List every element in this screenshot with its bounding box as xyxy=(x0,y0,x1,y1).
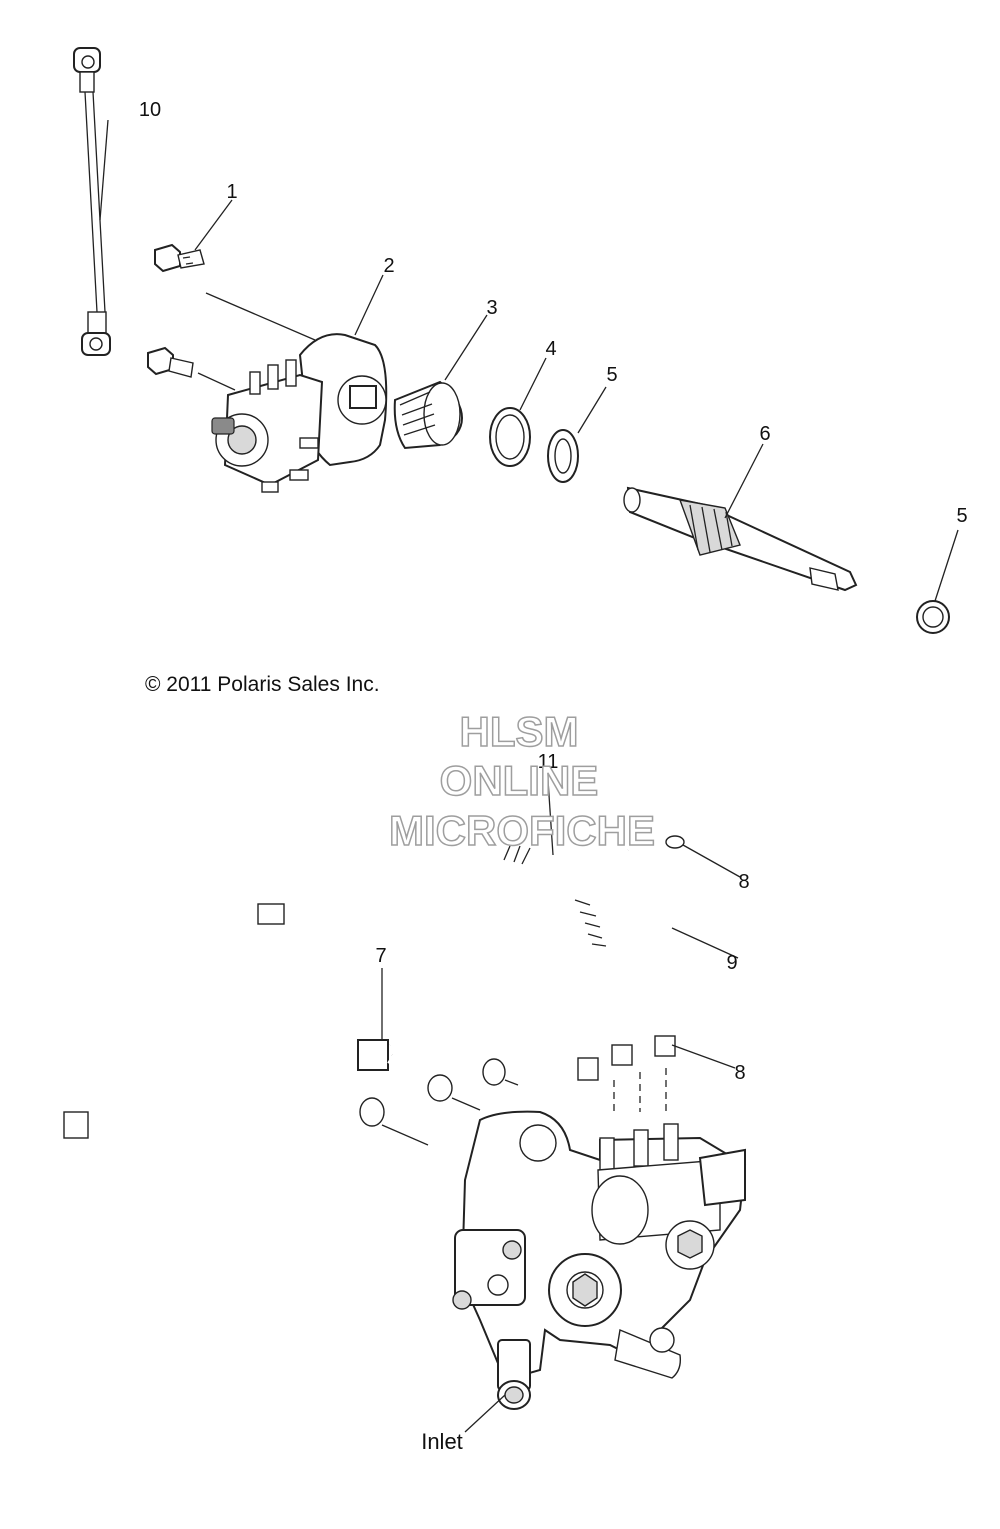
part-9-hose xyxy=(611,835,685,1066)
part-7-hose-assembly xyxy=(63,903,506,1139)
leader-bolt-lower xyxy=(197,372,236,391)
part-10-cable xyxy=(73,47,111,356)
oil-pump-body-detail xyxy=(452,1110,747,1410)
leader-bolt-upper xyxy=(205,292,316,341)
part-1-bolt-upper xyxy=(154,243,205,273)
watermark-line-3: MICROFICHE xyxy=(389,807,655,854)
watermark-line-1: HLSM xyxy=(460,708,579,755)
callout-9: 9 xyxy=(726,952,737,974)
callout-11: 11 xyxy=(538,751,559,773)
hose-curved xyxy=(482,897,599,1081)
callout-1: 1 xyxy=(226,181,237,203)
part-6-drive-shaft xyxy=(623,486,858,592)
callout-5-upper: 5 xyxy=(606,364,617,386)
callout-5-lower: 5 xyxy=(956,505,967,527)
part-11-hose xyxy=(492,842,608,958)
inlet-label: Inlet xyxy=(421,1429,463,1454)
part-2-oil-pump xyxy=(211,333,388,493)
callout-8-lower: 8 xyxy=(734,1062,745,1084)
copyright-notice: © 2011 Polaris Sales Inc. xyxy=(145,673,380,696)
watermark-line-2: ONLINE xyxy=(440,757,599,804)
callout-8-upper: 8 xyxy=(738,871,749,893)
callout-2: 2 xyxy=(383,255,394,277)
callout-7: 7 xyxy=(375,945,386,967)
callout-3: 3 xyxy=(486,297,497,319)
callout-10: 10 xyxy=(139,99,161,121)
callout-4: 4 xyxy=(545,338,556,360)
part-1-bolt-lower xyxy=(147,346,194,378)
watermark: HLSM ONLINE MICROFICHE xyxy=(388,707,656,855)
part-3-coupling xyxy=(393,380,464,450)
callout-6: 6 xyxy=(759,423,770,445)
